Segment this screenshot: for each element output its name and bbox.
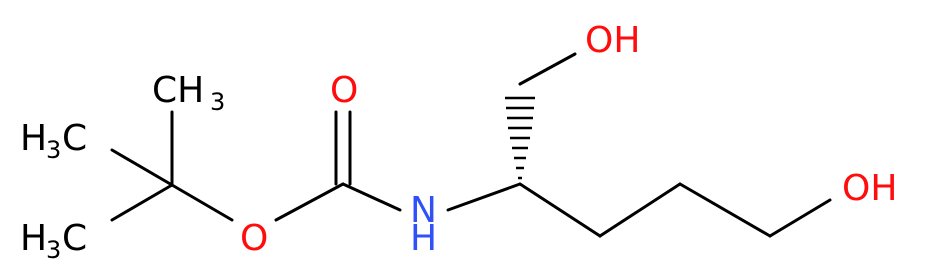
ch3-bot-subscript: 3 [46, 236, 61, 264]
ch3-mid-h: H [20, 118, 47, 159]
ester-oxygen-label: O [240, 218, 268, 259]
hydroxyl-top-label: OH [585, 20, 640, 61]
hashed-wedge-bond [505, 96, 535, 180]
bond-c4-c5 [678, 182, 772, 238]
ch3-bot-c: C [62, 218, 87, 259]
bond-oester-ccarb [274, 182, 345, 222]
bond-c3-c4 [598, 182, 682, 238]
bond-n-cstereo [446, 182, 522, 212]
hydroxyl-right-label: OH [842, 168, 897, 209]
ch3-bot-h: H [20, 218, 47, 259]
amine-nitrogen-label: N [410, 190, 437, 231]
bond-ccarb-n [341, 182, 402, 212]
carbonyl-oxygen-label: O [330, 70, 358, 111]
bond-ch2-ohtop [518, 52, 577, 86]
ch3-mid-subscript: 3 [46, 136, 61, 164]
amine-hydrogen-label: H [410, 218, 437, 259]
bond-cq-oester [170, 183, 234, 222]
bond-ch3bot-cq [110, 183, 174, 222]
ch3-top-label: CH [152, 70, 204, 111]
bond-cstereo-c3 [518, 182, 602, 238]
bond-ch3mid-cq [110, 148, 174, 187]
bond-c5-ohright [768, 198, 832, 238]
ch3-top-subscript: 3 [210, 88, 225, 116]
ch3-mid-c: C [62, 118, 87, 159]
